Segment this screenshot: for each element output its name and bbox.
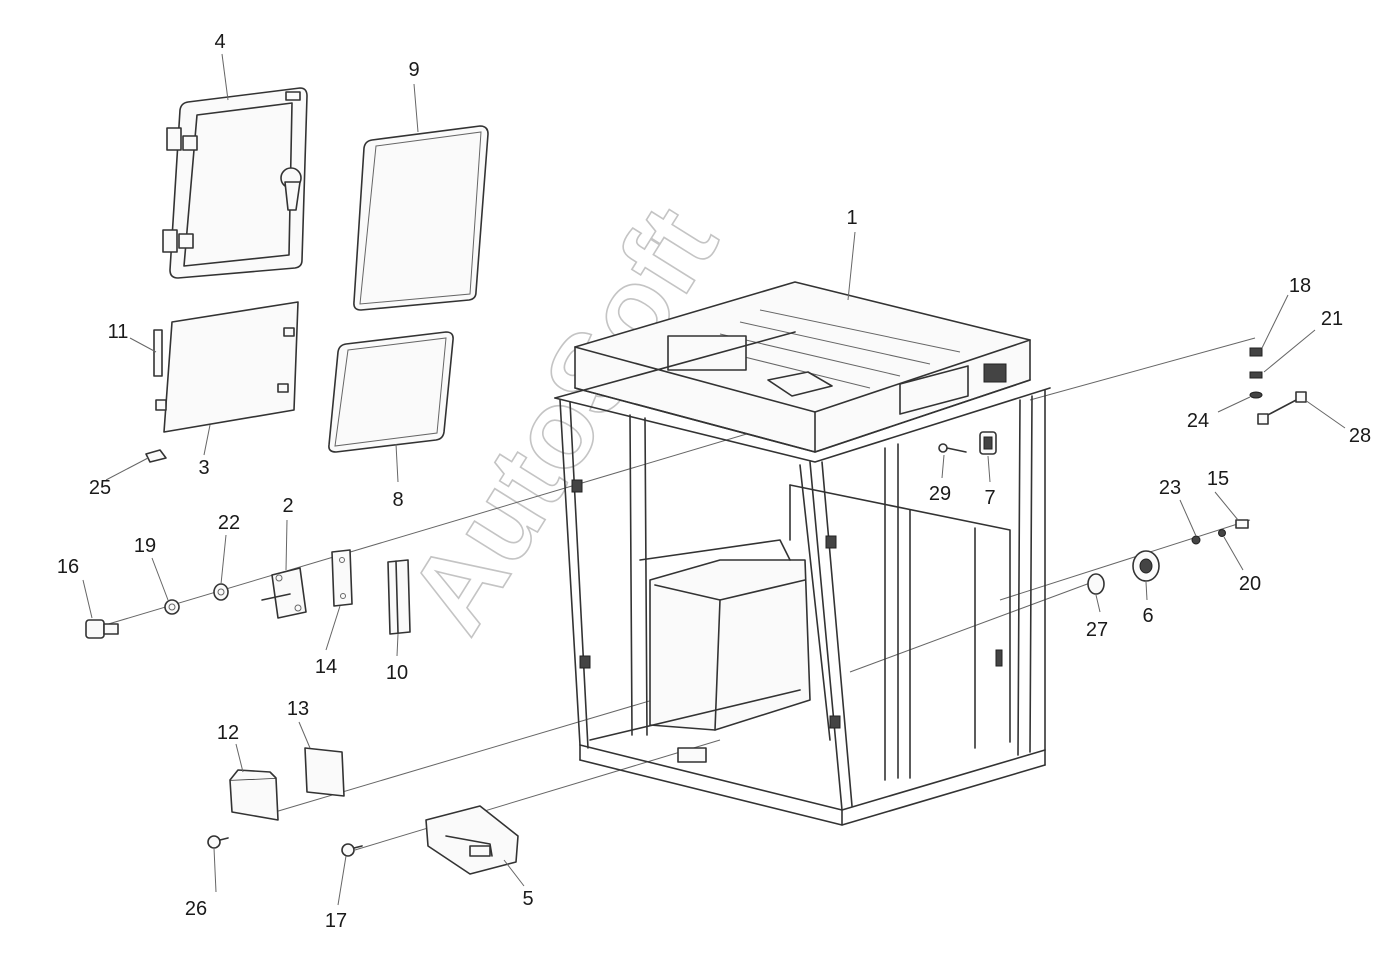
nut-18-part	[1249, 347, 1263, 357]
washer-19-part	[164, 599, 180, 615]
plate-13-part	[304, 747, 345, 797]
door-frame-part	[162, 87, 308, 279]
callout-4: 4	[214, 31, 225, 53]
callout-14: 14	[315, 656, 337, 678]
callout-20: 20	[1239, 573, 1261, 595]
bolt-16-part	[85, 619, 119, 639]
callout-21: 21	[1321, 308, 1343, 330]
door-panel-part	[145, 301, 299, 463]
callout-18: 18	[1289, 275, 1311, 297]
callout-29: 29	[929, 483, 951, 505]
washer-20-part	[1218, 529, 1226, 537]
callout-16: 16	[57, 556, 79, 578]
rod-28-part	[1257, 391, 1307, 425]
washer-21-part	[1249, 371, 1263, 379]
leader-lines	[82, 53, 1346, 906]
latch-part	[979, 431, 997, 455]
callout-1: 1	[846, 207, 857, 229]
cover-12-part	[229, 769, 279, 821]
flange-6-part	[1132, 550, 1160, 582]
bracket-5-part	[425, 805, 519, 875]
callout-2: 2	[282, 495, 293, 517]
callout-labels: 1 2 3 4 5 6 7 8 9 10 11 12 13 14 15 16 1…	[57, 31, 1371, 932]
callout-13: 13	[287, 698, 309, 720]
callout-8: 8	[392, 489, 403, 511]
washer-27-part	[1087, 573, 1105, 595]
callout-28: 28	[1349, 425, 1371, 447]
callout-22: 22	[218, 512, 240, 534]
callout-3: 3	[198, 457, 209, 479]
glass-panel-part	[353, 125, 489, 311]
callout-9: 9	[408, 59, 419, 81]
callout-26: 26	[185, 898, 207, 920]
small-glass-part	[328, 331, 454, 453]
callout-7: 7	[984, 487, 995, 509]
assembly-lines	[94, 337, 1256, 851]
bolt-29-part	[938, 443, 967, 453]
callout-11: 11	[108, 321, 129, 343]
callout-23: 23	[1159, 477, 1181, 499]
hinge-plate-part	[261, 567, 307, 619]
washer-24-part	[1249, 391, 1263, 399]
washer-22-part	[213, 583, 229, 601]
callout-15: 15	[1207, 468, 1229, 490]
cab-frame-part	[554, 281, 1051, 826]
callout-10: 10	[386, 662, 408, 684]
callout-24: 24	[1187, 410, 1209, 432]
screw-26-part	[207, 835, 229, 849]
callout-5: 5	[522, 888, 533, 910]
nut-23-part	[1191, 535, 1201, 545]
callout-12: 12	[217, 722, 239, 744]
callout-27: 27	[1086, 619, 1108, 641]
callout-17: 17	[325, 910, 347, 932]
callout-19: 19	[134, 535, 156, 557]
bolt-15-part	[1235, 519, 1249, 529]
callout-6: 6	[1142, 605, 1153, 627]
callout-25: 25	[89, 477, 111, 499]
strip-14-part	[331, 549, 353, 607]
screw-17-part	[341, 843, 363, 857]
bracket-10-part	[387, 559, 411, 635]
